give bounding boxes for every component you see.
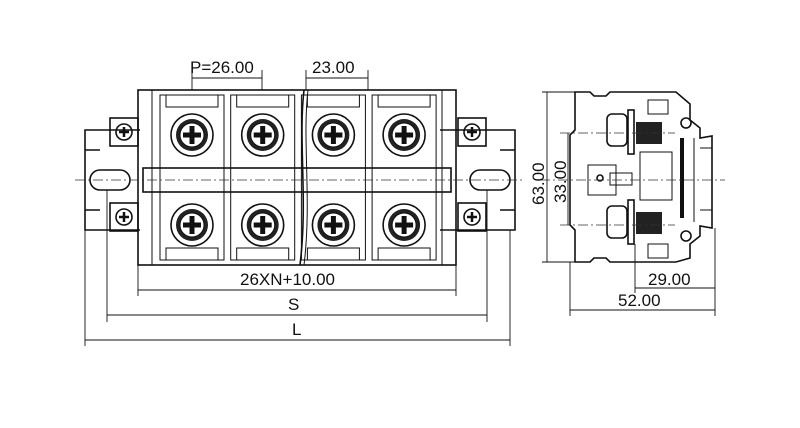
terminal-screw [170,113,214,157]
end-ear-top-right [457,117,487,147]
terminal-cell [159,94,225,261]
thread-bottom [636,212,662,234]
terminal-screw [311,113,356,157]
terminal-body [137,89,457,266]
ear-screw [463,123,481,141]
front-view: P=26.00 23.00 26XN+10.00 S L [75,58,525,346]
terminal-screw [311,203,356,247]
ear-screw [115,208,133,226]
terminal-cell [230,94,296,261]
depth-label: 52.00 [618,291,661,310]
phillips-cross-icon [253,216,272,234]
phillips-cross-icon [324,216,343,234]
break-line [299,89,305,266]
gap-label: 23.00 [312,58,355,77]
screws [170,113,426,247]
screw-spacing-label: 33.00 [551,160,570,203]
terminal-cell [371,94,437,261]
pitch-label: P=26.00 [190,58,254,77]
phillips-cross-icon [324,126,343,144]
terminal-screw [170,203,214,247]
height-label: 63.00 [529,162,548,205]
thread-top [636,122,662,144]
terminal-screw [240,113,285,157]
nut-bottom [606,205,628,239]
din-slot [680,138,684,218]
phillips-cross-icon [395,126,414,144]
terminal-screw [382,203,426,247]
terminal-screw [382,113,426,157]
end-ear-bottom-right [457,202,487,232]
terminal-screw [240,203,285,247]
phillips-cross-icon [253,126,272,144]
ear-screw [115,123,133,141]
phillips-cross-icon [395,216,414,234]
terminal-cells [159,94,437,261]
body-width-label: 26XN+10.00 [240,270,335,289]
ear-screws [115,123,481,226]
side-view: 63.00 33.00 29.00 52.00 [529,91,725,316]
nut-top [606,113,628,147]
mount-spacing-label: S [288,295,299,314]
ear-screw [463,208,481,226]
side-housing [569,91,713,263]
phillips-cross-icon [183,126,201,144]
overall-length-label: L [292,320,301,339]
phillips-cross-icon [183,216,201,234]
rail-depth-label: 29.00 [648,270,691,289]
